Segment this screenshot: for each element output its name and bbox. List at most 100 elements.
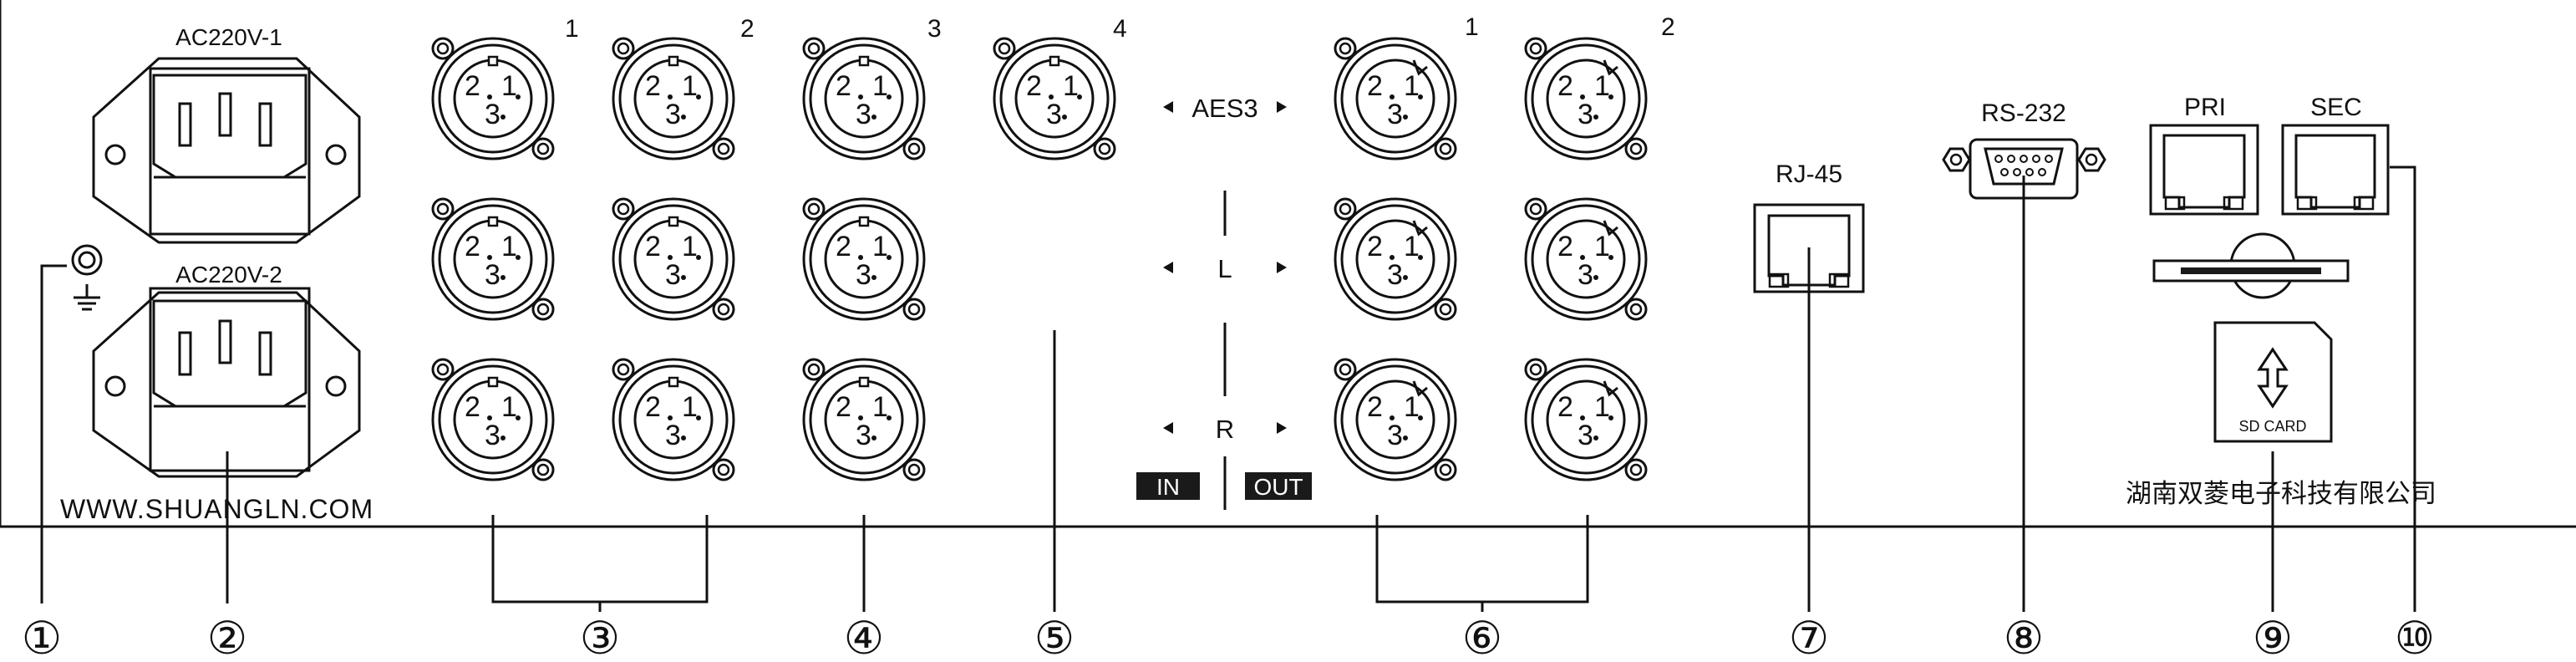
pin-number: 2	[465, 391, 480, 423]
pin-number: 2	[1367, 231, 1383, 262]
pin-number: 2	[465, 70, 480, 102]
row-label-left: L	[1217, 254, 1232, 283]
pin-number: 1	[682, 391, 698, 423]
pin-number: 1	[1063, 70, 1079, 102]
column-label-in-1: 1	[565, 15, 579, 43]
callout-1: ①	[22, 614, 62, 662]
callout-numbers: ① ② ③ ④ ⑤ ⑥ ⑦ ⑧ ⑨ ⑩	[22, 614, 2435, 662]
pin-number: 3	[485, 420, 500, 451]
callout-2: ②	[207, 614, 247, 662]
pin-number: 2	[645, 70, 661, 102]
pri-label: PRI	[2184, 94, 2226, 121]
pin-number: 1	[1404, 70, 1420, 102]
insert-direction-icon	[2257, 347, 2289, 409]
pin-number: 1	[1594, 391, 1610, 423]
pin-number: 1	[1404, 391, 1420, 423]
pin-number: 2	[1367, 70, 1383, 102]
rj45-label: RJ-45	[1776, 160, 1842, 188]
callout-6: ⑥	[1462, 614, 1502, 662]
pin-number: 2	[1557, 391, 1573, 423]
pin-number: 3	[1387, 420, 1403, 451]
pin-number: 1	[1404, 231, 1420, 262]
callout-4: ④	[844, 614, 884, 662]
pin-number: 3	[665, 99, 681, 130]
column-label-in-2: 2	[740, 15, 755, 43]
callout-7: ⑦	[1789, 614, 1829, 662]
callout-9: ⑨	[2253, 614, 2293, 662]
ground-terminal	[71, 244, 103, 311]
pin-number: 2	[836, 231, 851, 262]
ac-inlet-1-label: AC220V-1	[175, 24, 282, 50]
callout-5: ⑤	[1034, 614, 1075, 662]
callout-10: ⑩	[2395, 614, 2435, 662]
pin-number: 3	[1387, 99, 1403, 130]
pin-number: 1	[872, 70, 888, 102]
signal-row-labels: AES3 L R IN OUT	[1136, 94, 1312, 510]
pin-number: 1	[682, 70, 698, 102]
pin-number: 3	[856, 259, 871, 291]
pin-number: 3	[1387, 259, 1403, 291]
arrow-right-icon	[1277, 262, 1287, 273]
out-badge	[1245, 472, 1312, 500]
pin-number: 1	[872, 391, 888, 423]
pin-number: 3	[856, 420, 871, 451]
pin-number: 1	[501, 70, 517, 102]
ac-inlet-2-label: AC220V-2	[175, 262, 282, 288]
rj45-port: RJ-45	[1753, 160, 1865, 293]
ground-icon	[74, 284, 100, 311]
pin-number: 3	[665, 420, 681, 451]
pin-number: 3	[665, 259, 681, 291]
sec-port: SEC	[2281, 94, 2390, 216]
pin-number: 1	[682, 231, 698, 262]
pin-number: 2	[645, 231, 661, 262]
column-label-in-3: 3	[927, 15, 942, 43]
callout-8: ⑧	[2004, 614, 2044, 662]
sd-card: SD CARD	[2213, 321, 2333, 443]
row-label-right: R	[1216, 415, 1234, 444]
callout-leaders	[40, 166, 2416, 612]
pin-number: 3	[856, 99, 871, 130]
company-name: 湖南双菱电子科技有限公司	[2126, 479, 2436, 509]
pri-port: PRI	[2149, 94, 2259, 216]
arrow-right-icon	[1277, 101, 1287, 113]
arrow-left-icon	[1163, 262, 1173, 273]
in-badge	[1136, 472, 1200, 500]
pin-number: 2	[836, 70, 851, 102]
sec-label: SEC	[2310, 94, 2362, 121]
pin-number: 1	[1594, 70, 1610, 102]
in-badge-label: IN	[1156, 474, 1180, 500]
out-badge-label: OUT	[1253, 474, 1303, 500]
pin-number: 1	[501, 391, 517, 423]
pin-number: 3	[1046, 99, 1062, 130]
pin-number: 2	[1557, 231, 1573, 262]
pin-number: 3	[485, 99, 500, 130]
pin-number: 3	[1578, 259, 1593, 291]
pin-number: 2	[1557, 70, 1573, 102]
pin-number: 2	[836, 391, 851, 423]
pin-number: 3	[1578, 99, 1593, 130]
pin-number: 1	[501, 231, 517, 262]
callout-3: ③	[580, 614, 620, 662]
sd-card-label: SD CARD	[2238, 418, 2306, 435]
pin-number: 3	[1578, 420, 1593, 451]
sd-card-slot	[2152, 232, 2350, 299]
arrow-left-icon	[1163, 422, 1173, 434]
ac-inlet-1: AC220V-1	[92, 24, 361, 244]
pin-number: 2	[645, 391, 661, 423]
ac-inlet-2: AC220V-2	[92, 262, 361, 478]
pin-number: 2	[1367, 391, 1383, 423]
